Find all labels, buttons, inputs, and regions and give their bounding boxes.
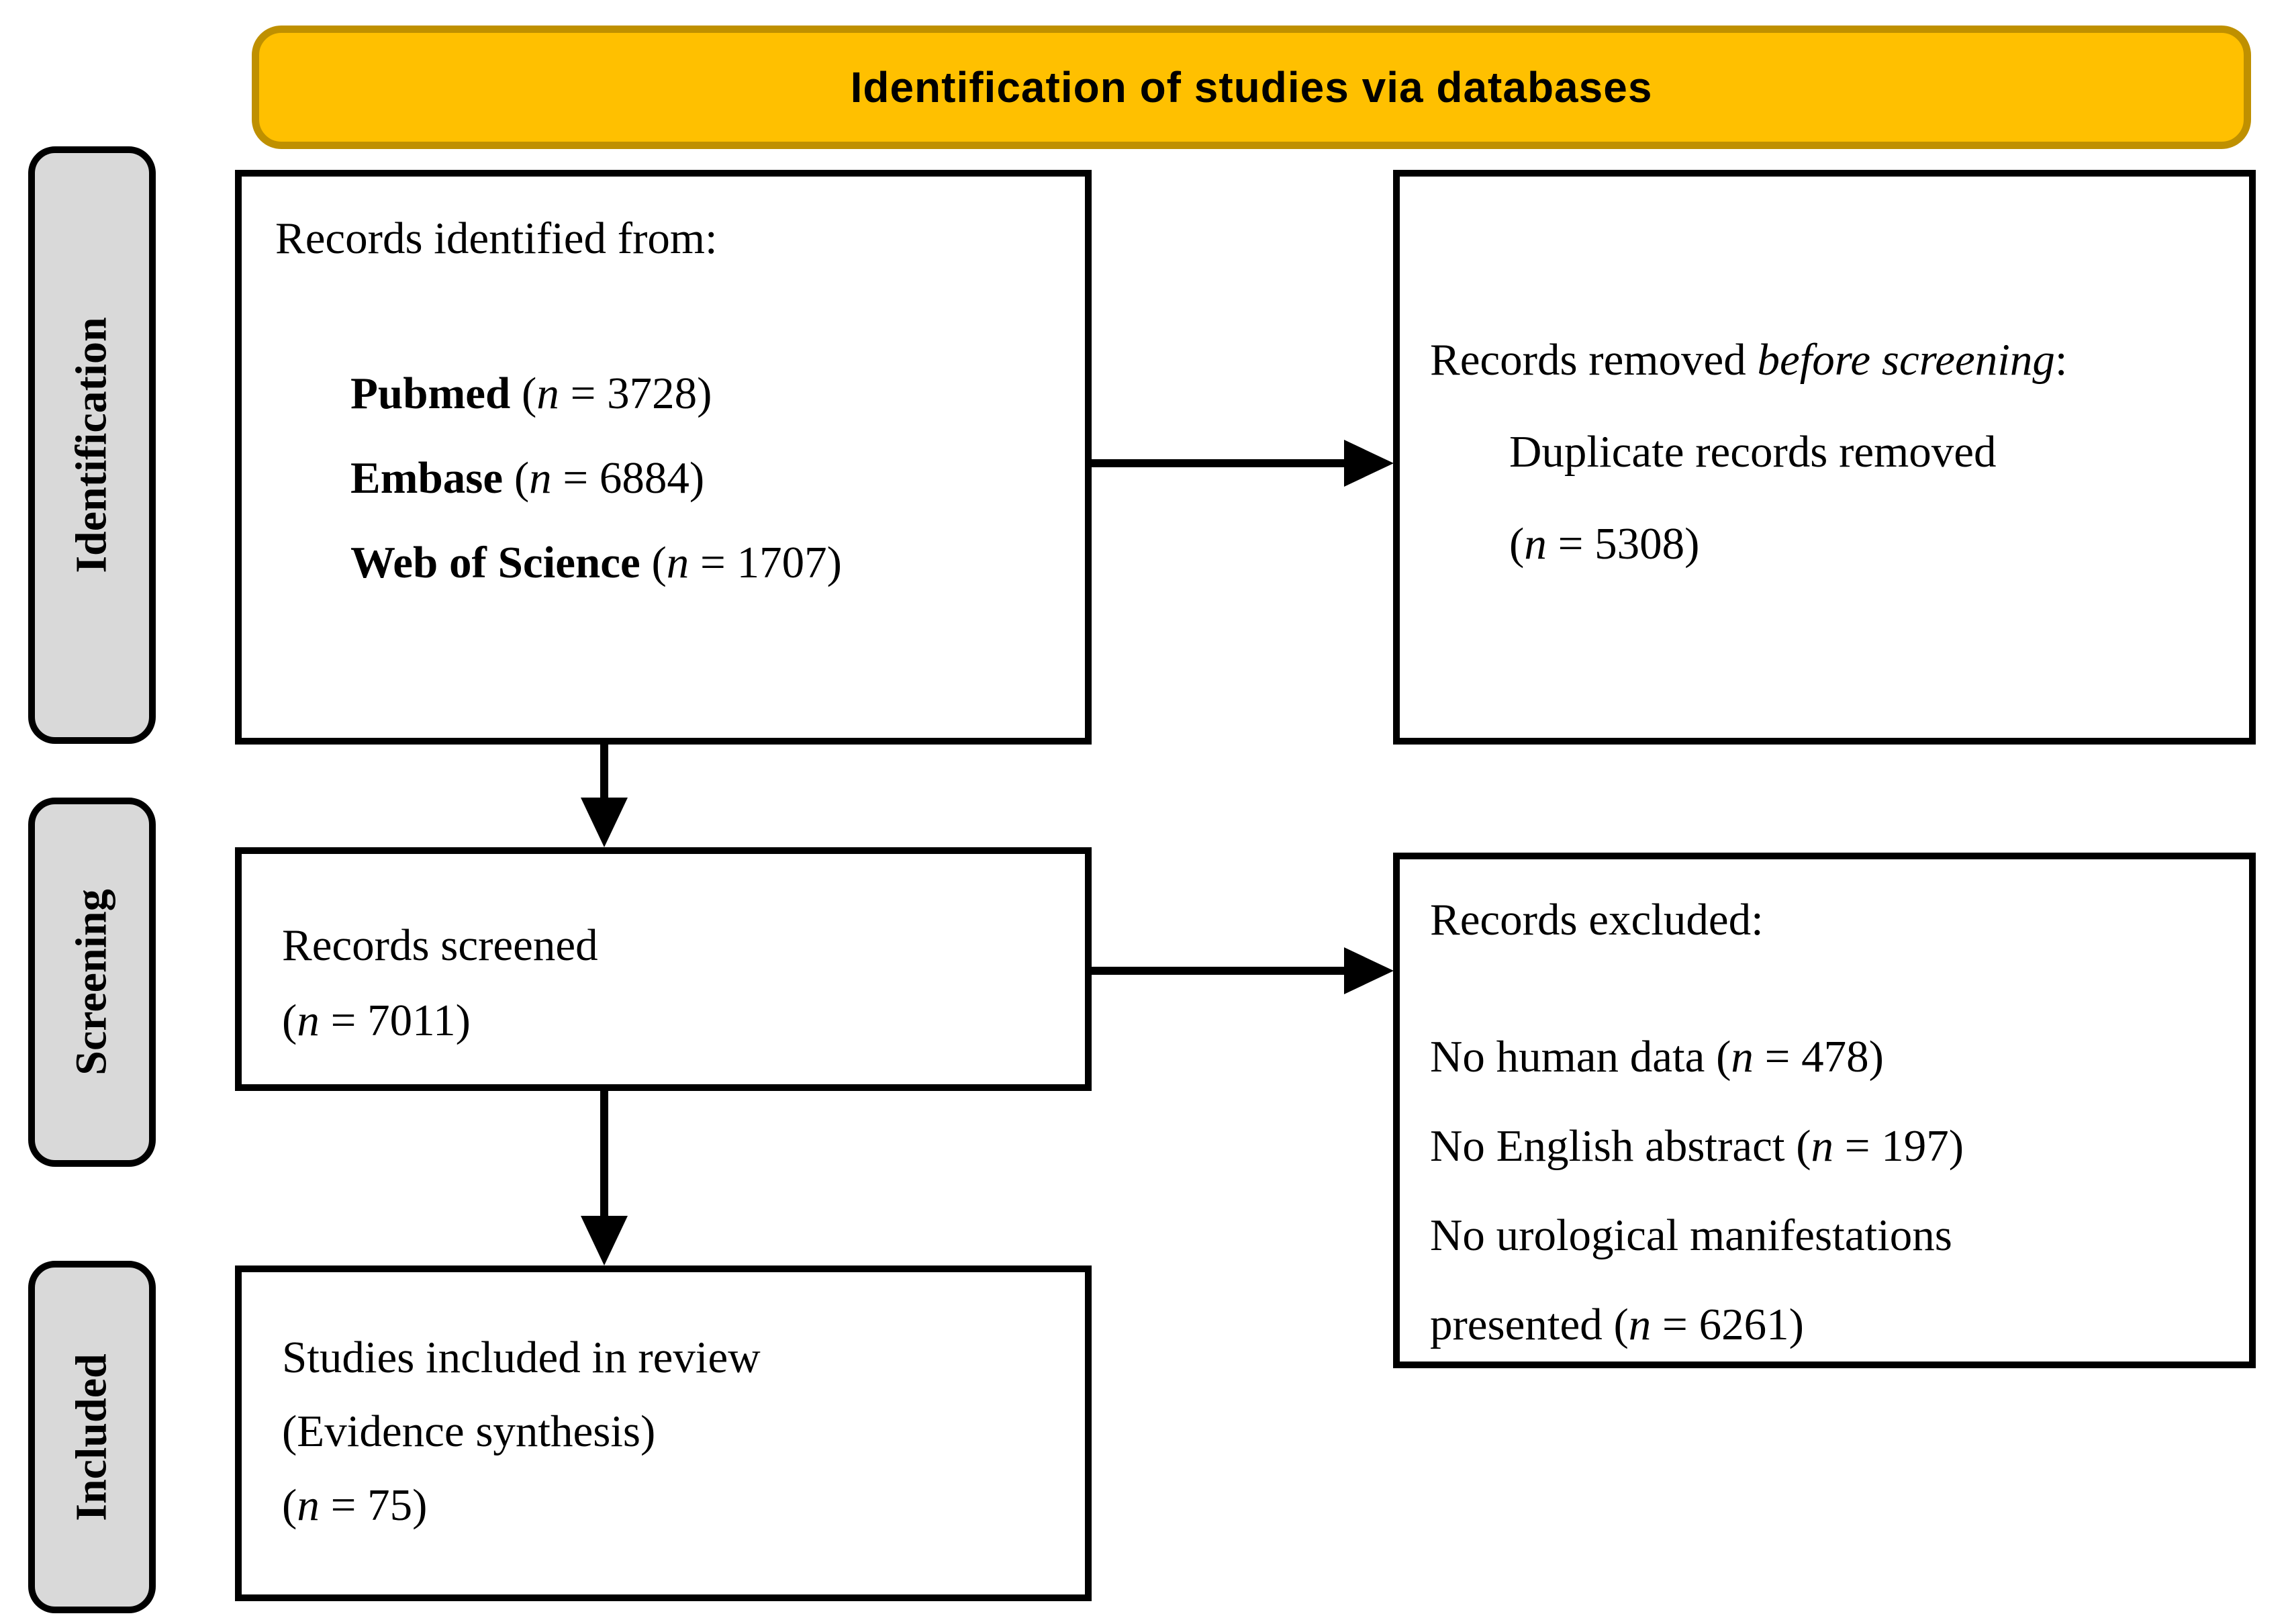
- count-rest: = 478): [1753, 1032, 1884, 1082]
- count-open: (: [640, 538, 667, 587]
- box-records-identified: Records identified from: Pubmed (n = 372…: [235, 170, 1092, 745]
- records-identified-title: Records identified from:: [275, 213, 718, 263]
- count-n: n: [1731, 1032, 1754, 1082]
- stage-label-included-text: Included: [67, 1353, 116, 1521]
- arrow-identified-to-screened-head: [581, 798, 628, 847]
- banner-title: Identification of studies via databases: [850, 63, 1653, 111]
- excluded-item-no-urological-manifestations: No urological manifestations presented (…: [1430, 1191, 2229, 1370]
- count-n: n: [666, 538, 689, 587]
- count-open: (: [282, 996, 297, 1045]
- records-removed-pre: Records removed: [1430, 335, 1758, 385]
- excluded-item-text: No human data: [1430, 1032, 1705, 1082]
- records-excluded-title: Records excluded:: [1430, 895, 1764, 945]
- source-pubmed-name: Pubmed: [350, 369, 511, 418]
- count-rest: = 6261): [1651, 1300, 1804, 1349]
- source-web-of-science-name: Web of Science: [350, 538, 640, 587]
- studies-included-count: (n = 75): [282, 1468, 1065, 1542]
- box-records-excluded: Records excluded: No human data (n = 478…: [1393, 853, 2256, 1368]
- excluded-item-text: No English abstract: [1430, 1121, 1785, 1171]
- count-open: (: [503, 453, 530, 503]
- source-embase-name: Embase: [350, 453, 504, 503]
- stage-label-screening-text: Screening: [67, 889, 117, 1076]
- count-open: (: [1784, 1121, 1811, 1171]
- count-rest: = 197): [1833, 1121, 1964, 1171]
- records-screened-title: Records screened: [282, 920, 598, 970]
- stage-label-identification-text: Identification: [67, 317, 116, 573]
- arrow-identified-to-removed-head: [1344, 440, 1394, 487]
- count-rest: = 6884): [551, 453, 705, 503]
- excluded-item-no-human-data: No human data (n = 478): [1430, 1012, 2229, 1102]
- arrow-screened-to-included-head: [581, 1216, 628, 1265]
- count-n: n: [529, 453, 552, 503]
- count-n: n: [1811, 1121, 1834, 1171]
- count-rest: = 7011): [319, 996, 471, 1045]
- stage-label-identification: Identification: [28, 146, 156, 744]
- arrow-screened-to-excluded-head: [1344, 947, 1394, 994]
- box-records-screened: Records screened (n = 7011): [235, 847, 1092, 1091]
- count-rest: = 1707): [689, 538, 842, 587]
- excluded-item-text: presented: [1430, 1300, 1603, 1349]
- excluded-item-no-english-abstract: No English abstract (n = 197): [1430, 1102, 2229, 1191]
- box-records-removed: Records removed before screening: Duplic…: [1393, 170, 2256, 745]
- records-screened-count: (n = 7011): [282, 983, 1065, 1058]
- count-n: n: [1628, 1300, 1652, 1349]
- stage-label-included: Included: [28, 1261, 156, 1613]
- excluded-item-text-line2: presented (n = 6261): [1430, 1280, 2229, 1370]
- duplicate-records-line: Duplicate records removed: [1509, 427, 1997, 477]
- count-open: (: [1705, 1032, 1731, 1082]
- count-n: n: [1524, 519, 1547, 569]
- count-open: (: [1509, 519, 1525, 569]
- duplicate-records-count: (n = 5308): [1509, 498, 2229, 590]
- spacer: [275, 272, 1065, 351]
- count-open: (: [282, 1480, 297, 1530]
- count-open: (: [1602, 1300, 1629, 1349]
- excluded-items: No human data (n = 478) No English abstr…: [1430, 1012, 2229, 1370]
- arrow-screened-to-excluded-stem: [1088, 967, 1350, 975]
- studies-included-title: Studies included in review: [282, 1333, 761, 1382]
- studies-included-subtitle: (Evidence synthesis): [282, 1406, 656, 1456]
- box-studies-included: Studies included in review (Evidence syn…: [235, 1265, 1092, 1601]
- count-rest: = 5308): [1546, 519, 1700, 569]
- count-n: n: [536, 369, 559, 418]
- records-removed-post: :: [2054, 335, 2068, 385]
- excluded-item-text-line1: No urological manifestations: [1430, 1210, 1952, 1260]
- source-pubmed: Pubmed (n = 3728): [350, 351, 1065, 436]
- count-n: n: [297, 1480, 320, 1530]
- count-rest: = 3728): [559, 369, 712, 418]
- arrow-identified-to-screened-stem: [600, 741, 608, 803]
- banner: Identification of studies via databases: [252, 26, 2251, 149]
- stage-label-screening: Screening: [28, 798, 156, 1167]
- source-web-of-science: Web of Science (n = 1707): [350, 520, 1065, 605]
- count-n: n: [297, 996, 320, 1045]
- count-open: (: [510, 369, 537, 418]
- arrow-screened-to-included-stem: [600, 1088, 608, 1219]
- count-rest: = 75): [319, 1480, 428, 1530]
- source-embase: Embase (n = 6884): [350, 436, 1065, 520]
- arrow-identified-to-removed-stem: [1088, 459, 1350, 467]
- records-removed-italic: before screening: [1757, 335, 2055, 385]
- records-removed-title: Records removed before screening:: [1430, 314, 2229, 406]
